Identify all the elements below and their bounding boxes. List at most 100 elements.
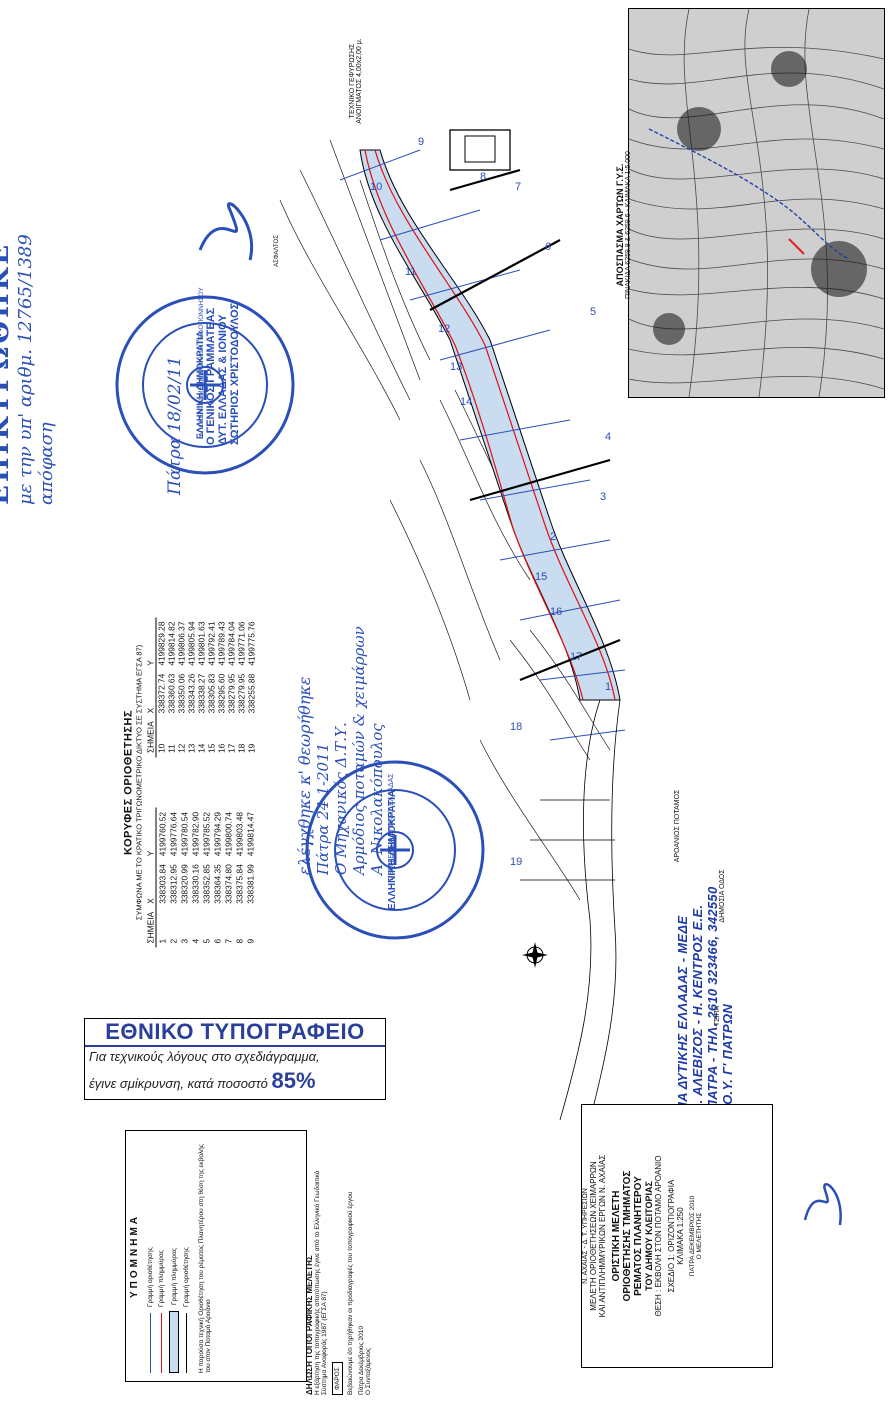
table-cell: 338338.27 bbox=[196, 673, 207, 714]
title-block: Ν. ΑΧΑΪΑΣ - Δ. Τ. ΥΠΗΡΕΣΙΩΝ ΜΕΛΕΤΗ ΟΡΙΟΘ… bbox=[581, 1104, 773, 1368]
table-cell: 338360.63 bbox=[166, 673, 177, 714]
table-cell: 4199803.48 bbox=[234, 811, 245, 857]
table-cell: 10 bbox=[156, 743, 167, 754]
table-row: 17 338279.95 4199784.04 bbox=[227, 618, 237, 758]
table-cell: 4199789.43 bbox=[216, 621, 227, 666]
vertex-label: 14 bbox=[460, 396, 472, 408]
table-cell: 338375.84 bbox=[234, 864, 245, 904]
table-cell: 338352.85 bbox=[201, 864, 212, 904]
vertex-label: 5 bbox=[590, 306, 596, 318]
table-cell: 4199805.94 bbox=[186, 621, 197, 666]
table-cell: 4199760.52 bbox=[157, 811, 168, 857]
vertex-label: 11 bbox=[405, 266, 416, 278]
inset-map-contours bbox=[629, 9, 884, 397]
table-row: 8 338375.84 4199803.48 bbox=[234, 808, 245, 948]
site-plan-drawing: 1 2 3 4 5 6 7 8 9 10 11 12 13 14 15 16 1… bbox=[279, 129, 626, 1121]
table-cell: 338350.06 bbox=[176, 673, 187, 714]
check-seal bbox=[300, 755, 490, 945]
vertex-label: 9 bbox=[418, 136, 424, 148]
legend-item: Γραμμή οριοθέτησης bbox=[147, 1139, 154, 1373]
vertex-label: 19 bbox=[510, 856, 522, 868]
vertex-label: 2 bbox=[550, 531, 556, 543]
table-cell: 338372.74 bbox=[156, 673, 167, 714]
road-label-asphalt: ΑΣΦΑΛΤΟΣ bbox=[274, 235, 280, 267]
table-cell: 338255.88 bbox=[246, 673, 257, 714]
approval-seal bbox=[110, 290, 300, 480]
table-cell: 5 bbox=[201, 938, 212, 944]
table-cell: 338364.35 bbox=[212, 864, 223, 904]
table-cell: 4199784.04 bbox=[226, 621, 237, 666]
table-cell: 3 bbox=[179, 938, 190, 944]
vertex-label: 4 bbox=[605, 431, 611, 443]
table-cell: 4199829.28 bbox=[156, 621, 167, 666]
table-row: 15 338305.83 4199792.41 bbox=[207, 618, 217, 758]
table-cell: 338320.99 bbox=[179, 864, 190, 904]
table-cell: 338279.95 bbox=[236, 673, 247, 714]
table-cell: 4199776.64 bbox=[168, 811, 179, 857]
table-cell: 8 bbox=[234, 938, 245, 944]
table-cell: 4 bbox=[190, 938, 201, 944]
check-seal-inner: ΠΕΡΙΦΕΡΕΙΑ ΔΥΤΙΚΗΣ ΕΛΛΑΔΑΣ bbox=[388, 773, 395, 881]
table-cell: 4199771.06 bbox=[236, 621, 247, 666]
survey-coordinates-table: ΚΟΡΥΦΕΣ ΟΡΙΟΘΕΤΗΣΗΣ ΣΥΜΦΩΝΑ ΜΕ ΤΟ ΚΡΑΤΙΚ… bbox=[123, 617, 278, 948]
designer-signature bbox=[795, 1170, 855, 1230]
table-cell: 4199801.63 bbox=[196, 621, 207, 666]
table-cell: 16 bbox=[216, 743, 227, 754]
table-row: 18 338279.95 4199771.06 bbox=[237, 618, 247, 758]
table-row: 3 338320.99 4199780.54 bbox=[179, 808, 190, 948]
national-printing-banner: ΕΘΝΙΚΟ ΤΥΠΟΓΡΑΦΕΙΟ Για τεχνικούς λόγους … bbox=[84, 1018, 386, 1100]
table-row: 5 338352.85 4199785.52 bbox=[201, 808, 212, 948]
approval-seal-inner: ΑΠΟΚΕΝΤΡΩΜΕΝΗ ΔΙΟΙΚΗΣΗ ΠΕΛΟΠΟΝΝΗΣΟΥ bbox=[198, 287, 205, 437]
vertex-label: 8 bbox=[480, 171, 486, 183]
vertex-label: 1 bbox=[605, 681, 611, 693]
legend-item: Γραμμή πλημμύρας bbox=[169, 1139, 179, 1373]
table-row: 14 338338.27 4199801.63 bbox=[197, 618, 207, 758]
legend-item: Γραμμή πλημμύρας bbox=[158, 1139, 165, 1373]
table-row: 6 338364.35 4199794.29 bbox=[212, 808, 223, 948]
bridge-label: ΤΕΧΝΙΚΟ ΓΕΦΥΡΩΣΗΣ ΑΝΟΙΓΜΑΤΟΣ 4,00x2,00 μ… bbox=[349, 38, 363, 124]
table-cell: 338305.83 bbox=[206, 673, 217, 714]
table-cell: 338312.95 bbox=[168, 864, 179, 904]
table-cell: 4199780.54 bbox=[179, 811, 190, 857]
table-cell: 338279.95 bbox=[226, 673, 237, 714]
table-cell: 338381.99 bbox=[245, 864, 256, 904]
table-cell: 338374.80 bbox=[223, 864, 234, 904]
table-cell: 4199794.29 bbox=[212, 811, 223, 857]
table-cell: 18 bbox=[236, 743, 247, 754]
vertex-label: 18 bbox=[510, 721, 522, 733]
table-cell: 1 bbox=[157, 938, 168, 944]
table-cell: 4199814.82 bbox=[166, 621, 177, 666]
table-cell: 13 bbox=[186, 743, 197, 754]
table-cell: 4199800.74 bbox=[223, 811, 234, 857]
table-cell: 17 bbox=[226, 743, 237, 754]
vertex-label: 15 bbox=[535, 571, 547, 583]
vertex-label: 3 bbox=[600, 491, 606, 503]
vertex-label: 17 bbox=[570, 651, 582, 663]
legend-box: ΥΠΟΜΝΗΜΑ Γραμμή οριοθέτησης Γραμμή πλημμ… bbox=[125, 1130, 307, 1382]
table-cell: 15 bbox=[206, 743, 217, 754]
table-cell: 338330.16 bbox=[190, 864, 201, 904]
table-cell: 4199792.41 bbox=[206, 621, 217, 666]
table-cell: 14 bbox=[196, 743, 207, 754]
vertex-label: 10 bbox=[370, 181, 382, 193]
table-cell: 6 bbox=[212, 938, 223, 944]
table-row: 10 338372.74 4199829.28 bbox=[156, 618, 167, 758]
table-cell: 4199806.37 bbox=[176, 621, 187, 666]
table-cell: 4199785.52 bbox=[201, 811, 212, 857]
vertex-label: 7 bbox=[515, 181, 521, 193]
vertex-label: 6 bbox=[545, 241, 551, 253]
survey-statement: ΔΗΛΩΣΗ ΤΟΠΟΓΡΑΦΙΚΗΣ ΜΕΛΕΤΗΣ Η εξάρτηση τ… bbox=[305, 1170, 372, 1395]
table-cell: 4199775.76 bbox=[246, 621, 257, 666]
